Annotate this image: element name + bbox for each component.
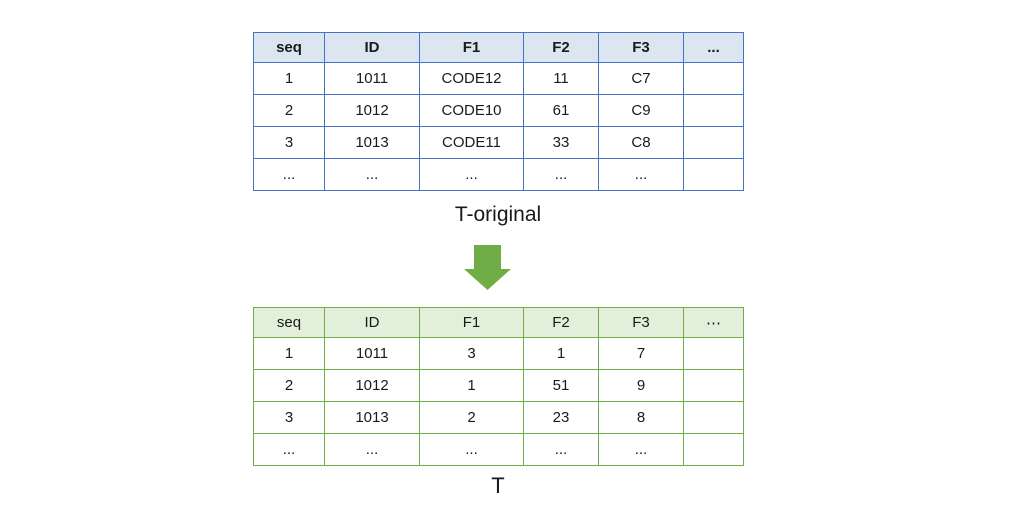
table-cell bbox=[683, 126, 744, 159]
column-header-f1: F1 bbox=[419, 32, 524, 63]
table-cell: 3 bbox=[253, 401, 325, 434]
table-cell: 2 bbox=[253, 94, 325, 127]
column-header-seq: seq bbox=[253, 32, 325, 63]
column-header-f3: F3 bbox=[598, 307, 684, 338]
table-header-row: seq ID F1 F2 F3 ⋯ bbox=[253, 307, 744, 338]
table-cell: C8 bbox=[598, 126, 684, 159]
table-cell: ... bbox=[419, 433, 524, 466]
table-cell: CODE12 bbox=[419, 62, 524, 95]
table-cell bbox=[683, 158, 744, 191]
table-cell: 61 bbox=[523, 94, 599, 127]
table-cell: 3 bbox=[253, 126, 325, 159]
table-cell: 3 bbox=[419, 337, 524, 370]
down-arrow-icon bbox=[464, 245, 511, 290]
table-cell: 8 bbox=[598, 401, 684, 434]
table-cell: 1 bbox=[523, 337, 599, 370]
table-row: 2 1012 CODE10 61 C9 bbox=[253, 94, 744, 127]
table-cell: 1 bbox=[419, 369, 524, 402]
table-cell: 1013 bbox=[324, 401, 420, 434]
table-cell: 1 bbox=[253, 337, 325, 370]
table-cell bbox=[683, 369, 744, 402]
column-header-seq: seq bbox=[253, 307, 325, 338]
table-row: ... ... ... ... ... bbox=[253, 433, 744, 466]
table-row: ... ... ... ... ... bbox=[253, 158, 744, 191]
table-cell: 51 bbox=[523, 369, 599, 402]
table-cell: ... bbox=[253, 158, 325, 191]
table-cell: C7 bbox=[598, 62, 684, 95]
column-header-f2: F2 bbox=[523, 32, 599, 63]
table-row: 3 1013 CODE11 33 C8 bbox=[253, 126, 744, 159]
table-cell: ... bbox=[253, 433, 325, 466]
table-cell: ... bbox=[324, 433, 420, 466]
column-header-more: ⋯ bbox=[683, 307, 744, 338]
table-cell: ... bbox=[598, 158, 684, 191]
table-cell: 9 bbox=[598, 369, 684, 402]
table-label-t-original: T-original bbox=[454, 203, 542, 226]
table-cell: 23 bbox=[523, 401, 599, 434]
table-cell: 1012 bbox=[324, 94, 420, 127]
column-header-id: ID bbox=[324, 32, 420, 63]
table-cell: ... bbox=[523, 158, 599, 191]
table-cell: ... bbox=[419, 158, 524, 191]
table-cell: 33 bbox=[523, 126, 599, 159]
table-row: 1 1011 3 1 7 bbox=[253, 337, 744, 370]
table-cell: 7 bbox=[598, 337, 684, 370]
table-cell: 1011 bbox=[324, 62, 420, 95]
table-label-t: T bbox=[491, 473, 505, 498]
table-header-row: seq ID F1 F2 F3 ... bbox=[253, 32, 744, 63]
table-cell: CODE10 bbox=[419, 94, 524, 127]
table-cell bbox=[683, 337, 744, 370]
column-header-more: ... bbox=[683, 32, 744, 63]
table-row: 3 1013 2 23 8 bbox=[253, 401, 744, 434]
table-cell bbox=[683, 94, 744, 127]
table-cell bbox=[683, 62, 744, 95]
table-cell: 1 bbox=[253, 62, 325, 95]
table-cell: ... bbox=[523, 433, 599, 466]
table-t: seq ID F1 F2 F3 ⋯ 1 1011 3 1 7 2 1012 1 … bbox=[253, 307, 744, 466]
table-row: 2 1012 1 51 9 bbox=[253, 369, 744, 402]
table-cell: C9 bbox=[598, 94, 684, 127]
table-cell: ... bbox=[598, 433, 684, 466]
table-cell: 2 bbox=[419, 401, 524, 434]
table-cell: 1013 bbox=[324, 126, 420, 159]
table-row: 1 1011 CODE12 11 C7 bbox=[253, 62, 744, 95]
table-cell: 1011 bbox=[324, 337, 420, 370]
table-cell bbox=[683, 433, 744, 466]
column-header-id: ID bbox=[324, 307, 420, 338]
table-t-original: seq ID F1 F2 F3 ... 1 1011 CODE12 11 C7 … bbox=[253, 32, 744, 191]
table-cell: 11 bbox=[523, 62, 599, 95]
table-cell bbox=[683, 401, 744, 434]
table-cell: 1012 bbox=[324, 369, 420, 402]
table-cell: 2 bbox=[253, 369, 325, 402]
table-cell: CODE11 bbox=[419, 126, 524, 159]
column-header-f3: F3 bbox=[598, 32, 684, 63]
column-header-f2: F2 bbox=[523, 307, 599, 338]
column-header-f1: F1 bbox=[419, 307, 524, 338]
table-cell: ... bbox=[324, 158, 420, 191]
